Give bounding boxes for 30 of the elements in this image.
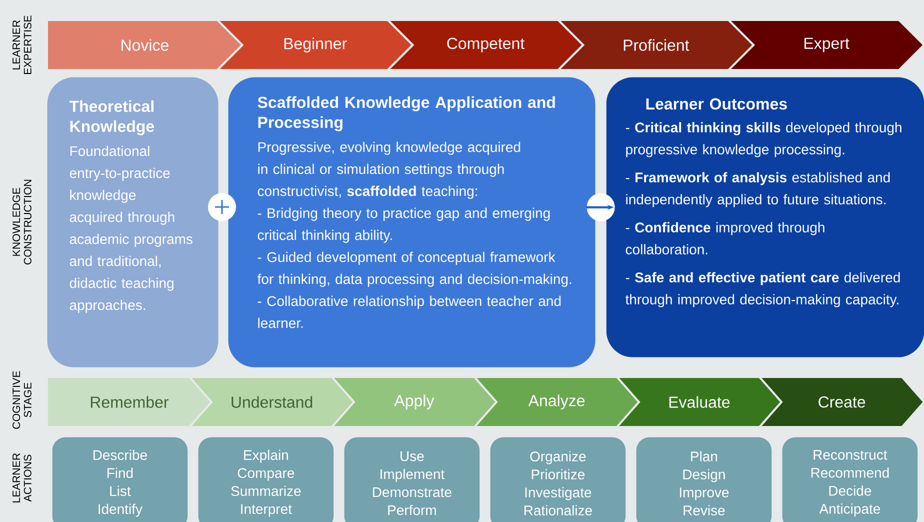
stage-band: Novice: [46, 19, 244, 71]
action-box: Explain Compare Summarize Interpret: [198, 437, 334, 522]
row-label: KNOWLEDGE CONSTRUCTION: [12, 180, 32, 264]
arrow-connector: [586, 193, 615, 222]
panel-text: - Safe and effective patient care delivered through improved decision-making capacity.: [625, 272, 900, 308]
panel-text: Foundational entry-to-practice knowledge acquired through academic programs and traditional, didactic teaching approaches.: [70, 146, 192, 313]
action-box: Use Implement Demonstrate Perform: [344, 437, 480, 522]
row-label: LEARNER EXPERTISE: [12, 16, 32, 74]
panel-heading: Scaffolded Knowledge Application and Processing: [258, 96, 555, 132]
knowledge-panel: [47, 77, 218, 368]
knowledge-panel: [228, 77, 596, 368]
stage-band: Remember: [46, 376, 213, 428]
row-label: COGNITIVE STAGE: [12, 371, 32, 429]
stage-band: Create: [757, 376, 924, 428]
panel-text: - Collaborative relationship between teacher and learner.: [258, 296, 561, 328]
stage-band: Expert: [726, 19, 924, 71]
action-box: Organize Prioritize Investigate Rationalize: [490, 437, 626, 522]
action-box: Describe Find List Identify: [52, 437, 188, 522]
panel-heading: Theoretical Knowledge: [69, 100, 154, 136]
action-box: Plan Design Improve Revise: [636, 437, 772, 522]
panel-text: Progressive, evolving knowledge acquired in clinical or simulation settings through constructivist, scaffolded teaching:: [258, 142, 520, 199]
panel-text: - Confidence improved through collaboration.: [626, 222, 824, 254]
row-label: LEARNER ACTIONS: [12, 453, 32, 502]
knowledge-panel: [606, 77, 924, 358]
panel-text: - Guided development of conceptual framework for thinking, data processing and decision-making.: [257, 252, 572, 287]
panel-text: - Framework of analysis established and independently applied to future situations.: [626, 172, 890, 208]
action-box: Reconstruct Recommend Decide Anticipate: [782, 437, 918, 522]
panel-text: - Critical thinking skills developed through progressive knowledge processing.: [626, 122, 902, 158]
panel-text: - Bridging theory to practice gap and emerging critical thinking ability.: [258, 208, 550, 243]
panel-heading: Learner Outcomes: [646, 98, 787, 110]
